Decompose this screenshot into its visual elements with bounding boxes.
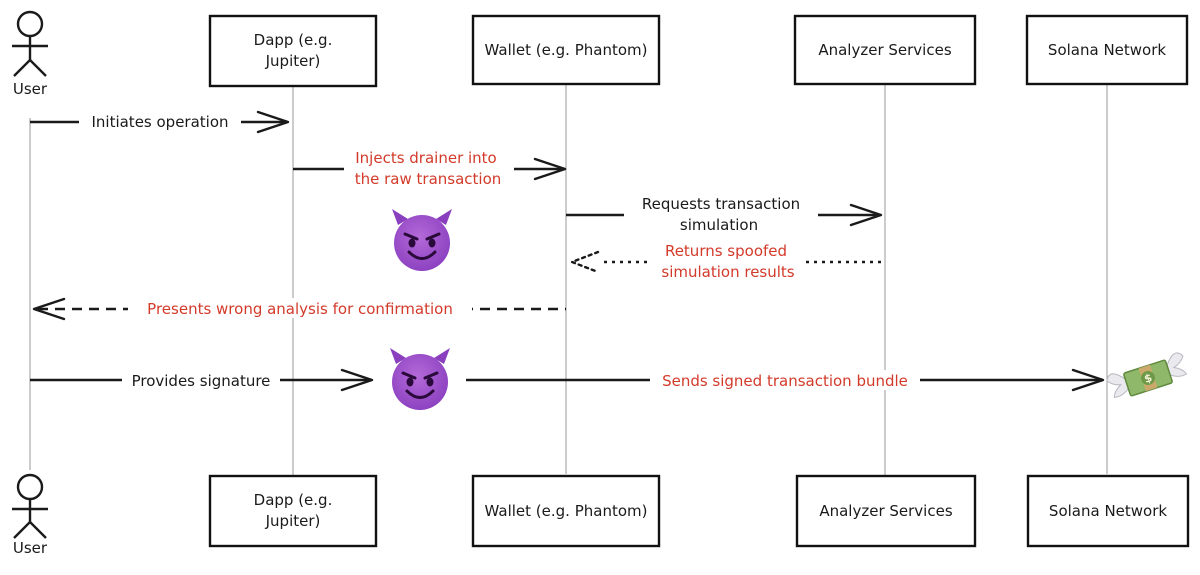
smiling-devil-icon [392,209,452,271]
money-with-wings-icon: $ [1106,352,1188,398]
analyzer-label: Analyzer Services [818,41,951,59]
dapp-label-line2: Jupiter) [265,52,321,70]
smiling-devil-icon [390,348,450,410]
sends-label: Sends signed transaction bundle [662,372,908,390]
message-provides-signature: Provides signature [30,368,374,392]
requests-label-line1: Requests transaction [642,195,800,213]
dapp-box-top: Dapp (e.g. Jupiter) [208,14,378,88]
dapp-label-line1: Dapp (e.g. [254,31,333,49]
analyzer-box-bottom: Analyzer Services [795,474,977,548]
message-injects-drainer: Injects drainer into the raw transaction [293,149,567,188]
solana-label: Solana Network [1049,502,1167,520]
message-initiates-operation: Initiates operation [30,110,290,134]
message-returns-spoofed: Returns spoofed simulation results [570,242,885,281]
presents-label: Presents wrong analysis for confirmation [147,300,453,318]
injects-label-line1: Injects drainer into [355,149,497,167]
injects-label-line2: the raw transaction [355,170,502,188]
user-actor-top: User [12,10,48,98]
message-presents-wrong-analysis: Presents wrong analysis for confirmation [32,297,566,321]
returns-label-line1: Returns spoofed [665,242,787,260]
user-actor-bottom: User [12,473,48,557]
user-label-top: User [13,80,48,98]
requests-label-line2: simulation [680,216,758,234]
svg-text:$: $ [1143,371,1154,386]
wallet-box-top: Wallet (e.g. Phantom) [471,14,661,86]
wallet-label: Wallet (e.g. Phantom) [485,502,648,520]
dapp-box-bottom: Dapp (e.g. Jupiter) [208,474,378,548]
initiates-label: Initiates operation [91,113,228,131]
solana-box-top: Solana Network [1025,14,1189,86]
dapp-label-line2: Jupiter) [265,512,321,530]
message-sends-bundle: Sends signed transaction bundle [466,368,1105,392]
solana-box-bottom: Solana Network [1026,474,1190,548]
wallet-label: Wallet (e.g. Phantom) [485,41,648,59]
solana-label: Solana Network [1048,41,1166,59]
message-requests-simulation: Requests transaction simulation [566,195,883,234]
user-label-bottom: User [13,539,48,557]
analyzer-label: Analyzer Services [819,502,952,520]
returns-label-line2: simulation results [661,263,794,281]
analyzer-box-top: Analyzer Services [793,14,977,86]
provides-label: Provides signature [132,372,271,390]
wallet-box-bottom: Wallet (e.g. Phantom) [471,474,661,548]
dapp-label-line1: Dapp (e.g. [254,491,333,509]
